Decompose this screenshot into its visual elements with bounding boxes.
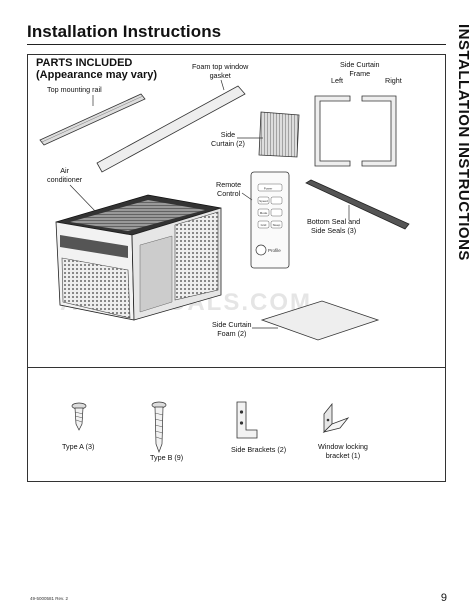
remote-profile-logo-text: Profile bbox=[268, 248, 281, 253]
label-remote-line2: Control bbox=[217, 188, 241, 198]
screw-type-a bbox=[71, 402, 87, 431]
label-locking-line1: Window locking bbox=[318, 442, 368, 451]
panel-divider bbox=[27, 367, 446, 368]
remote-button-grid: Grid bbox=[261, 223, 267, 227]
label-frame-left: Left bbox=[331, 76, 343, 85]
page-title: Installation Instructions bbox=[27, 22, 222, 41]
label-side-curtain-frame: Side Curtain Frame bbox=[340, 60, 380, 78]
label-seal-line1: Bottom Seal and bbox=[307, 217, 361, 226]
document-code: 49-5000581 Rev. 2 bbox=[30, 596, 68, 601]
label-locking-line2: bracket (1) bbox=[325, 450, 361, 460]
label-frame-line1: Side Curtain bbox=[340, 60, 380, 69]
label-foam-gasket-line2: gasket bbox=[209, 70, 231, 80]
label-side-brackets: Side Brackets (2) bbox=[231, 445, 287, 454]
parts-heading: PARTS INCLUDED (Appearance may vary) bbox=[36, 57, 157, 81]
label-curtain-foam-line2: Foam (2) bbox=[217, 328, 247, 338]
label-side-curtain-line1: Side bbox=[220, 130, 236, 139]
air-conditioner bbox=[55, 194, 222, 321]
label-remote-line1: Remote bbox=[216, 180, 242, 189]
side-curtain-frame-right bbox=[361, 95, 397, 167]
side-curtain-frame-left bbox=[314, 95, 351, 167]
label-curtain-foam-line1: Side Curtain bbox=[212, 320, 252, 329]
window-locking-bracket bbox=[322, 402, 350, 433]
label-type-a: Type A (3) bbox=[62, 442, 95, 451]
side-section-tab: INSTALLATION INSTRUCTIONS bbox=[455, 24, 472, 261]
label-side-curtain-line2: Curtain (2) bbox=[211, 138, 245, 148]
side-curtain bbox=[258, 111, 300, 158]
remote-button-power: Power bbox=[264, 187, 273, 191]
label-type-b: Type B (9) bbox=[150, 453, 184, 462]
page-number: 9 bbox=[440, 592, 447, 604]
leader-foam-gasket bbox=[220, 79, 225, 91]
label-foam-gasket: Foam top window gasket bbox=[192, 62, 249, 80]
bottom-seal bbox=[305, 179, 410, 230]
label-remote-control: Remote Control bbox=[216, 180, 242, 198]
label-bottom-seal: Bottom Seal and Side Seals (3) bbox=[307, 217, 361, 235]
label-seal-line2: Side Seals (3) bbox=[311, 225, 357, 235]
remote-control: Power Speed Mode Grid Sleep Profile bbox=[250, 171, 290, 269]
label-air-conditioner: Air conditioner bbox=[47, 166, 83, 184]
foam-gasket bbox=[96, 85, 246, 173]
label-frame-line2: Frame bbox=[349, 68, 371, 78]
remote-button-mode: Mode bbox=[260, 211, 268, 215]
remote-button-sleep: Sleep bbox=[273, 223, 281, 227]
side-curtain-foam bbox=[260, 300, 380, 341]
side-bracket bbox=[236, 401, 258, 439]
parts-subheading-text: (Appearance may vary) bbox=[36, 69, 158, 81]
parts-heading-text: PARTS INCLUDED bbox=[36, 57, 133, 69]
label-ac-line1: Air bbox=[60, 166, 69, 175]
label-frame-right: Right bbox=[385, 76, 402, 85]
label-side-curtain-foam: Side Curtain Foam (2) bbox=[212, 320, 252, 338]
label-foam-gasket-line1: Foam top window bbox=[192, 62, 249, 71]
label-side-curtain: Side Curtain (2) bbox=[211, 130, 245, 148]
label-ac-line2: conditioner bbox=[47, 174, 83, 184]
label-top-mounting-rail: Top mounting rail bbox=[47, 85, 102, 94]
leader-remote bbox=[241, 192, 253, 201]
remote-button-speed: Speed bbox=[259, 199, 268, 203]
parts-panel bbox=[27, 54, 446, 482]
top-mounting-rail bbox=[39, 93, 146, 146]
label-window-locking-bracket: Window locking bracket (1) bbox=[318, 442, 368, 460]
leader-air-conditioner bbox=[69, 184, 97, 213]
screw-type-b bbox=[151, 401, 167, 453]
title-rule bbox=[27, 44, 446, 45]
